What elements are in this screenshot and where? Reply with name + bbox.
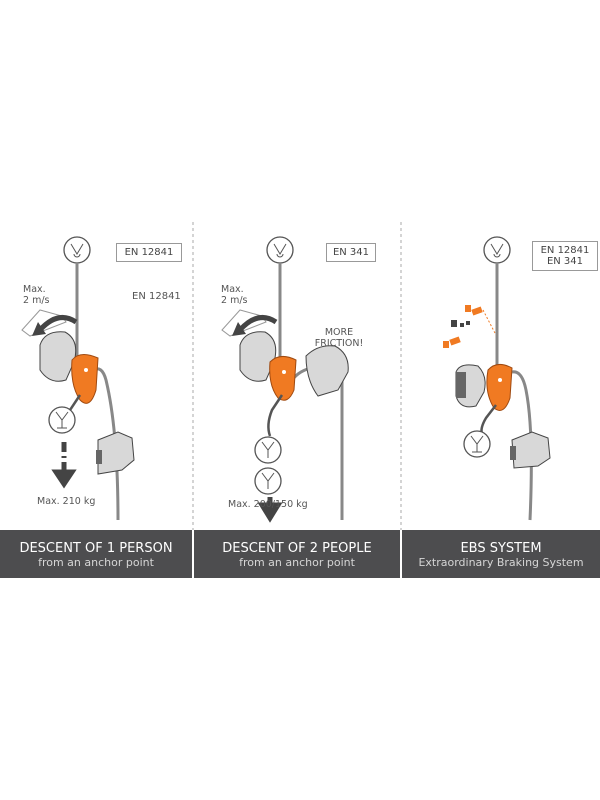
speed-label-line: 2 m/s bbox=[221, 295, 248, 306]
standard-code: EN 12841 bbox=[540, 245, 590, 256]
standard-badge: EN 12841 bbox=[116, 243, 182, 262]
friction-label-line: FRICTION! bbox=[314, 338, 364, 349]
load-label: Max. 210 kg bbox=[37, 496, 96, 507]
descender-device bbox=[486, 364, 513, 411]
caption-ebs-system: EBS SYSTEM Extraordinary Braking System bbox=[402, 530, 600, 578]
descender-device bbox=[71, 354, 99, 404]
hand-icon bbox=[97, 431, 135, 475]
caption-descent-2-people: DESCENT OF 2 PEOPLE from an anchor point bbox=[194, 530, 400, 578]
carabiner bbox=[267, 394, 284, 437]
caption-title: DESCENT OF 2 PEOPLE bbox=[222, 541, 372, 556]
speed-label-line: Max. bbox=[221, 284, 244, 295]
anchor-icon bbox=[266, 236, 294, 264]
hand-icon bbox=[239, 331, 277, 382]
anchor-icon bbox=[63, 236, 91, 264]
standard-code: EN 341 bbox=[332, 247, 370, 258]
speed-label: Max. 2 m/s bbox=[221, 284, 247, 306]
rotation-arrow-icon bbox=[38, 315, 78, 332]
speed-label: Max. 2 m/s bbox=[23, 284, 49, 306]
hand-icon bbox=[305, 345, 349, 397]
standard-badge: EN 341 bbox=[326, 243, 376, 262]
panel-1-illustration bbox=[21, 236, 135, 521]
caption-title: DESCENT OF 1 PERSON bbox=[19, 541, 173, 556]
standard-code: EN 341 bbox=[546, 256, 584, 267]
caption-subtitle: from an anchor point bbox=[38, 556, 154, 569]
standard-badge: EN 12841 EN 341 bbox=[532, 241, 598, 271]
standard-note: EN 12841 bbox=[132, 291, 181, 302]
descender-device bbox=[269, 356, 297, 401]
load-label: Max. 200/150 kg bbox=[228, 499, 308, 510]
rope bbox=[92, 367, 120, 521]
down-arrow-icon bbox=[51, 462, 77, 489]
caption-subtitle: from an anchor point bbox=[239, 556, 355, 569]
carabiner bbox=[480, 404, 497, 435]
speed-label-line: 2 m/s bbox=[23, 295, 50, 306]
hand-icon bbox=[511, 431, 551, 469]
panel-3-illustration bbox=[443, 236, 551, 521]
speed-label-line: Max. bbox=[23, 284, 46, 295]
anchor-icon bbox=[483, 236, 511, 264]
rotation-arrow-icon bbox=[238, 315, 278, 332]
panel-2-illustration bbox=[221, 236, 349, 523]
friction-label-line: MORE bbox=[324, 327, 354, 338]
caption-title: EBS SYSTEM bbox=[460, 541, 542, 556]
caption-subtitle: Extraordinary Braking System bbox=[418, 556, 584, 569]
down-arrow-icon bbox=[257, 497, 283, 523]
caption-descent-1-person: DESCENT OF 1 PERSON from an anchor point bbox=[0, 530, 192, 578]
standard-code: EN 12841 bbox=[124, 247, 174, 258]
lock-icons bbox=[443, 305, 497, 348]
hand-icon bbox=[39, 331, 77, 382]
friction-label: MORE FRICTION! bbox=[314, 327, 364, 349]
rope bbox=[511, 370, 533, 521]
